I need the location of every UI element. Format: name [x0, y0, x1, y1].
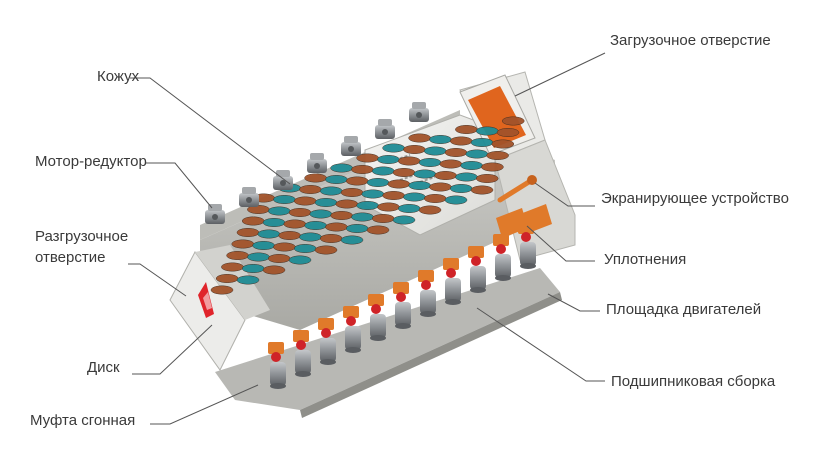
label-unloading-opening: Разгрузочное отверстие [35, 228, 129, 266]
leader-unloading-opening [128, 263, 187, 297]
leader-screening-device [534, 182, 595, 207]
bottom-drive-group [268, 222, 536, 389]
warning-sign-icon [198, 282, 214, 318]
disc-shaft [392, 135, 452, 225]
drive-unit [318, 318, 336, 365]
disc-shaft [340, 143, 405, 245]
label-seals: Уплотнения [604, 251, 687, 268]
drive-unit [293, 330, 311, 377]
label-loading-opening: Загрузочное отверстие [610, 32, 771, 49]
label-disc: Диск [87, 359, 120, 376]
leader-loading-opening [514, 52, 606, 97]
leader-drive-coupling [150, 384, 259, 425]
drive-unit [368, 294, 386, 341]
drive-unit [443, 258, 461, 305]
label-drive-coupling: Муфта сгонная [30, 412, 136, 429]
leader-seals [526, 225, 595, 262]
drive-unit [468, 246, 486, 293]
leader-motor-platform [547, 293, 600, 312]
top-motor [307, 153, 327, 173]
label-motor-reducer: Мотор-редуктор [35, 153, 147, 170]
disc-shaft [470, 116, 525, 195]
drive-unit [493, 234, 511, 281]
disc-shaft [366, 133, 431, 235]
disc-shaft-group [210, 116, 525, 295]
top-motor [205, 204, 225, 224]
label-bearing-assembly: Подшипниковая сборка [611, 373, 776, 390]
top-motor-group [205, 102, 429, 224]
label-motor-platform: Площадка двигателей [606, 301, 762, 318]
disc-shaft [288, 163, 353, 265]
leader-lines [128, 52, 606, 425]
top-motor [273, 170, 293, 190]
label-screening-device: Экранирующее устройство [601, 190, 789, 207]
leader-bearing-assembly [476, 307, 605, 382]
top-motor [409, 102, 429, 122]
leader-motor-reducer [145, 162, 213, 209]
screening-device [497, 175, 537, 203]
leader-casing [130, 77, 291, 185]
top-motor [375, 119, 395, 139]
unloading-opening [169, 245, 270, 371]
top-motor [239, 187, 259, 207]
top-motor [341, 136, 361, 156]
drive-unit [418, 270, 436, 317]
drive-unit [343, 306, 361, 353]
label-casing: Кожух [97, 68, 140, 85]
drive-unit [268, 342, 286, 389]
disc-shaft [262, 173, 327, 275]
leader-disc [132, 324, 213, 375]
drive-unit [518, 222, 536, 269]
drive-unit [393, 282, 411, 329]
